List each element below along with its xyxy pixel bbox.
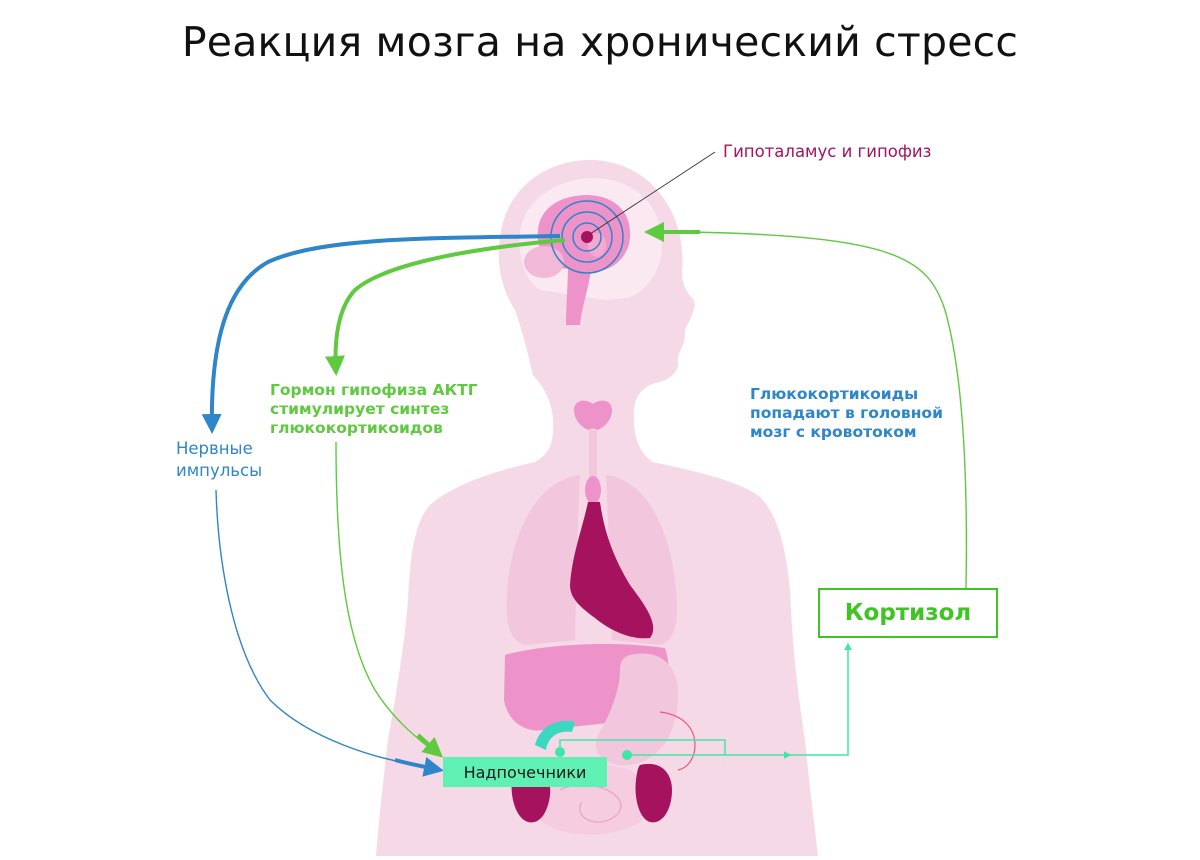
cerebellum	[524, 246, 564, 278]
acth-arrow-bottom-head	[416, 733, 444, 758]
adrenal-glands-label: Надпочечники	[463, 762, 587, 782]
page-title: Реакция мозга на хронический стресс	[181, 18, 1019, 66]
cortisol-label: Кортизол	[844, 600, 972, 626]
hypothalamus-leader	[589, 151, 716, 235]
target-ring-inner	[572, 222, 602, 252]
hypothalamus-label: Гипоталамус и гипофиз	[723, 142, 932, 161]
adrenal-dot-left	[555, 747, 565, 757]
blood-vessel	[659, 711, 696, 771]
acth-label-line-1: Гормон гипофиза АКТГ	[270, 381, 478, 399]
acth-label-line-2: стимулирует синтез	[270, 400, 450, 418]
glucocorticoids-label-line-1: Глюкокортикоиды	[750, 385, 919, 403]
left-lung	[506, 475, 580, 645]
cortisol-box: Кортизол	[818, 588, 998, 638]
thyroid	[574, 400, 612, 430]
brainstem	[566, 262, 592, 325]
target-ring-middle	[561, 211, 613, 263]
pancreas	[535, 720, 575, 750]
adrenal-circuit	[559, 739, 726, 755]
nerve-impulses-label: Нервные импульсы	[176, 438, 262, 482]
thymus	[585, 476, 601, 504]
glucocorticoids-label: Глюкокортикоиды попадают в головной мозг…	[750, 385, 943, 442]
heart	[570, 502, 654, 639]
glucocorticoids-label-line-2: попадают в головной	[750, 404, 943, 422]
nerve-arrow-bottom	[215, 489, 421, 766]
cortisol-feedback-arrow	[689, 231, 968, 589]
acth-arrow-bottom	[335, 441, 433, 751]
adrenal-glands-box: Надпочечники	[443, 757, 607, 787]
trachea	[589, 430, 597, 478]
nerve-impulses-label-line-1: Нервные	[176, 439, 253, 458]
right-kidney	[635, 763, 672, 823]
nerve-arrow-top	[201, 234, 561, 434]
nerve-impulses-label-line-2: импульсы	[176, 461, 263, 480]
circulation-arrow-up	[790, 642, 852, 756]
nerve-arrow-bottom-head	[394, 757, 444, 777]
acth-arrow-top	[325, 238, 566, 376]
stomach	[595, 653, 679, 766]
acth-label: Гормон гипофиза АКТГ стимулирует синтез …	[270, 381, 478, 438]
glucocorticoids-label-line-3: мозг с кровотоком	[750, 423, 917, 441]
acth-label-line-3: глюкокортикоидов	[270, 419, 443, 437]
